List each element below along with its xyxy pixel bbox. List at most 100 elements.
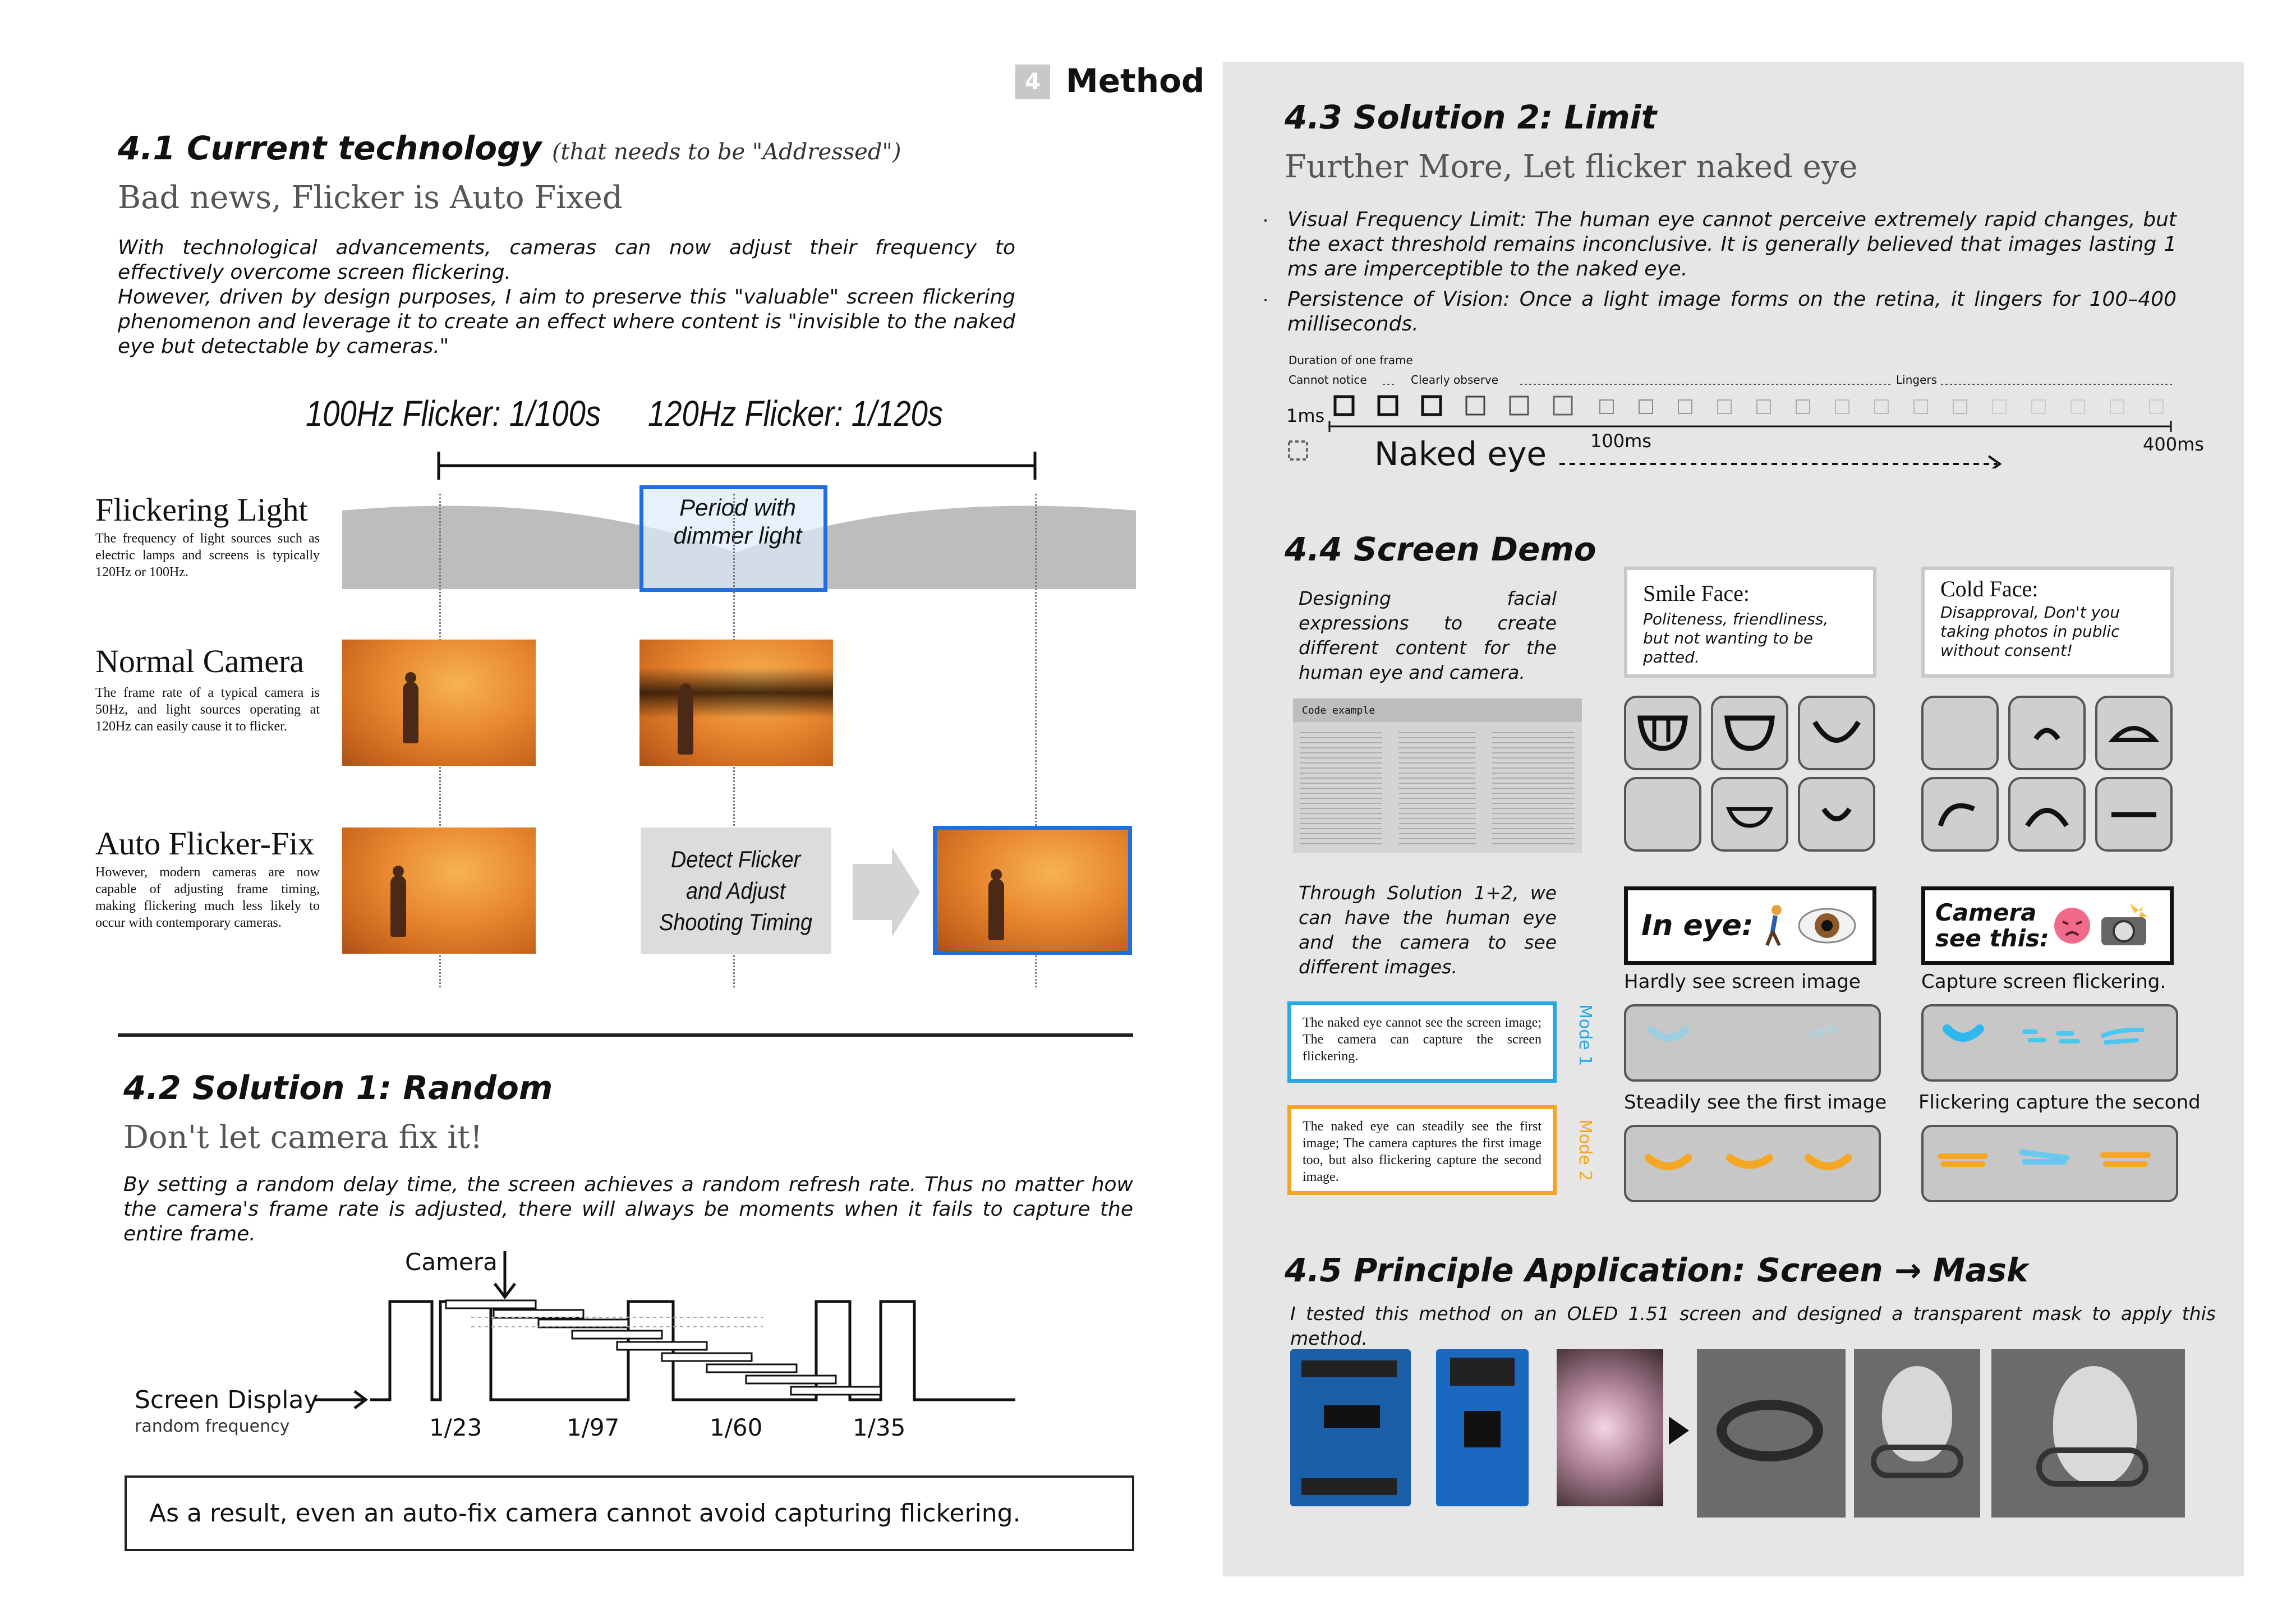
section-divider xyxy=(118,1033,1133,1037)
freq-120-label: 120Hz Flicker: 1/120s xyxy=(648,393,944,434)
guide-line-3 xyxy=(1035,494,1037,987)
section-4-1-subtitle: Bad news, Flicker is Auto Fixed xyxy=(118,180,623,216)
smile-face-btn-1 xyxy=(1624,696,1701,770)
bullet-dot-icon: · xyxy=(1262,287,1269,310)
smile-face-desc: Politeness, friendliness, but not wantin… xyxy=(1643,610,1829,666)
mode-1-label: Mode 1 xyxy=(1575,1004,1595,1066)
auto-fix-photo-2 xyxy=(933,826,1132,955)
flicker-wave xyxy=(342,505,1136,589)
small-smile-icon xyxy=(1821,807,1852,821)
period-dimmer-label: Period with dimmer light xyxy=(673,494,802,549)
cold-face-btn-4 xyxy=(1921,777,1999,852)
cold-face-title: Cold Face: xyxy=(1940,576,2039,601)
frown-small-icon xyxy=(2033,728,2060,741)
steadily-label: Steadily see the first image xyxy=(1624,1091,1887,1114)
cold-face-btn-1 xyxy=(1921,696,1999,770)
smile-curve-icon xyxy=(1812,720,1861,743)
tick-label-2: 1/97 xyxy=(567,1414,620,1441)
cold-face-btn-2 xyxy=(2008,696,2086,770)
section-4-4-intro: Designing facial expressions to create d… xyxy=(1299,587,1557,683)
row-auto-fix-desc: However, modern cameras are now capable … xyxy=(95,865,320,930)
mode-2-eye-screen xyxy=(1624,1125,1881,1202)
detect-flicker-box: Detect Flicker and Adjust Shooting Timin… xyxy=(641,827,831,954)
row-flickering-light-desc: The frequency of light sources such as e… xyxy=(95,531,320,580)
mode-1-camera-screen xyxy=(1921,1004,2178,1082)
hardly-see-label: Hardly see screen image xyxy=(1624,971,1861,993)
mode-1-box: The naked eye cannot see the screen imag… xyxy=(1287,1001,1557,1083)
cold-face-btn-5 xyxy=(2008,777,2086,852)
result-box: As a result, even an auto-fix camera can… xyxy=(125,1475,1134,1551)
flicker-smile-glow-icon xyxy=(1943,1024,2145,1045)
normal-camera-photo-1 xyxy=(342,640,536,766)
page-title: Method xyxy=(1066,62,1205,100)
lingers-label: Lingers xyxy=(1896,373,1938,387)
section-4-3-title: 4.3 Solution 2: Limit xyxy=(1285,98,1657,136)
frown-large-icon xyxy=(2025,807,2069,827)
half-smile-icon xyxy=(1726,807,1774,828)
bullet-text-1: Visual Frequency Limit: The human eye ca… xyxy=(1287,208,2177,281)
arrow-right-icon xyxy=(853,847,920,937)
oled-board-photo xyxy=(1436,1349,1529,1506)
bullet-item-1: · Visual Frequency Limit: The human eye … xyxy=(1262,208,2177,282)
tick-label-3: 1/60 xyxy=(710,1414,763,1441)
smile-face-btn-5 xyxy=(1711,777,1788,852)
cold-face-card: Cold Face: Disapproval, Don't you taking… xyxy=(1921,567,2174,678)
cold-face-btn-6 xyxy=(2095,777,2173,852)
bullet-list: · Visual Frequency Limit: The human eye … xyxy=(1262,208,2177,337)
pouting-face-icon xyxy=(2054,908,2090,944)
code-example-header: Code example xyxy=(1293,698,1582,722)
tick-label-1: 1/23 xyxy=(429,1414,482,1441)
through-text: Through Solution 1+2, we can have the hu… xyxy=(1299,882,1557,978)
random-frequency-diagram xyxy=(314,1251,1015,1409)
bullet-dot-icon: · xyxy=(1262,208,1269,231)
clearly-observe-label: Clearly observe xyxy=(1411,373,1499,387)
mode-2-camera-screen xyxy=(1921,1125,2178,1202)
frame-timeline xyxy=(1288,384,2174,468)
code-example-title: Code example xyxy=(1302,704,1375,716)
glowing-circuit-photo xyxy=(1557,1349,1663,1506)
frown-side-icon xyxy=(1938,803,1975,826)
smile-face-btn-2 xyxy=(1711,696,1788,770)
bullet-item-2: · Persistence of Vision: Once a light im… xyxy=(1262,287,2177,337)
cold-face-desc: Disapproval, Don't you taking photos in … xyxy=(1940,603,2120,660)
mode-2-box: The naked eye can steadily see the first… xyxy=(1287,1105,1557,1195)
section-number-badge: 4 xyxy=(1015,65,1050,99)
faint-smile-glow-icon xyxy=(1648,1026,1838,1042)
naked-eye-label: Naked eye xyxy=(1374,435,1547,473)
smile-face-title: Smile Face: xyxy=(1643,581,1750,606)
camera-see-line-1: Camera xyxy=(1935,899,2037,926)
capture-flicker-label: Capture screen flickering. xyxy=(1921,971,2166,993)
in-eye-box: In eye: xyxy=(1624,886,1876,965)
screen-display-label: Screen Display xyxy=(135,1386,319,1414)
smile-face-btn-6 xyxy=(1798,777,1875,852)
mask-render-1 xyxy=(1697,1349,1846,1518)
eye-icon xyxy=(1798,908,1856,944)
section-4-1-note: (that needs to be "Addressed") xyxy=(551,139,901,165)
freq-100-label: 100Hz Flicker: 1/100s xyxy=(306,393,601,434)
flickering-second-label: Flickering capture the second xyxy=(1918,1091,2201,1114)
section-4-1-heading: 4.1 Current technology xyxy=(118,129,542,167)
section-4-5-paragraph: I tested this method on an OLED 1.51 scr… xyxy=(1290,1303,2216,1349)
mask-render-2 xyxy=(1854,1349,1980,1518)
duration-label: Duration of one frame xyxy=(1289,353,1413,367)
section-4-4-title: 4.4 Screen Demo xyxy=(1285,530,1596,568)
open-smile-icon xyxy=(1724,715,1775,751)
ms400-label: 400ms xyxy=(2143,434,2204,455)
mode-1-eye-screen xyxy=(1624,1004,1881,1082)
smile-face-btn-3 xyxy=(1798,696,1875,770)
normal-camera-photo-2 xyxy=(639,640,833,766)
code-example-panel: Code example xyxy=(1293,698,1582,853)
result-text: As a result, even an auto-fix camera can… xyxy=(149,1499,1021,1528)
in-eye-label: In eye: xyxy=(1641,909,1754,942)
camera-see-text: Camera see this: xyxy=(1935,900,2049,951)
auto-fix-photo-1 xyxy=(342,827,536,954)
walking-person-icon xyxy=(1765,905,1782,946)
mode-2-label: Mode 2 xyxy=(1575,1119,1595,1181)
ms1-label: 1ms xyxy=(1286,405,1325,426)
detect-flicker-label: Detect Flicker and Adjust Shooting Timin… xyxy=(659,845,813,935)
flat-mouth-icon xyxy=(2111,812,2156,817)
mixed-flicker-glow-icon xyxy=(1938,1150,2151,1167)
section-4-1-paragraph: With technological advancements, cameras… xyxy=(118,236,1015,358)
screen-display-sublabel: random frequency xyxy=(135,1417,290,1436)
camera-see-box: Camera see this: xyxy=(1921,886,2174,965)
